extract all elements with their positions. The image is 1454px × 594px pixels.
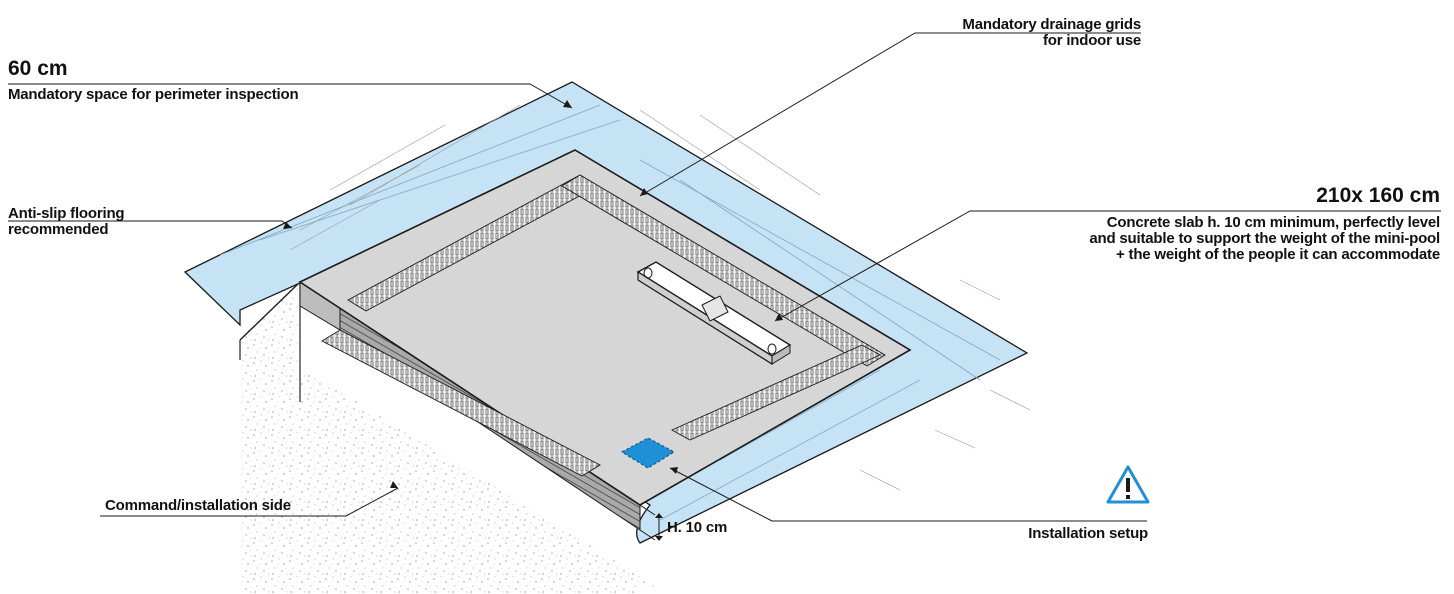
antislip-label-line1: Anti-slip flooring bbox=[8, 205, 125, 222]
slab-size: 210x 160 cm bbox=[1316, 184, 1440, 207]
drainage-label-line2: for indoor use bbox=[1042, 32, 1141, 49]
height-label: H. 10 cm bbox=[667, 519, 728, 536]
drainage-label-line1: Mandatory drainage grids bbox=[962, 16, 1141, 33]
slab-description-line2: and suitable to support the weight of th… bbox=[1089, 230, 1440, 247]
command-side-label: Command/installation side bbox=[105, 497, 291, 514]
space-value: 60 cm bbox=[8, 57, 68, 80]
slab-description-line1: Concrete slab h. 10 cm minimum, perfectl… bbox=[1106, 214, 1440, 231]
slab-description-line3: + the weight of the people it can accomm… bbox=[1116, 246, 1440, 263]
installation-setup-marker bbox=[620, 437, 676, 469]
spirit-level-icon bbox=[636, 261, 792, 366]
antislip-label-line2: recommended bbox=[8, 221, 109, 238]
installation-setup-label: Installation setup bbox=[1028, 525, 1148, 542]
drainage-grid-right-top bbox=[561, 174, 886, 367]
drainage-grids bbox=[321, 174, 886, 477]
callout-arrowheads bbox=[283, 100, 783, 488]
callout-lines bbox=[8, 32, 1441, 522]
warning-triangle-icon bbox=[1106, 465, 1150, 504]
space-description: Mandatory space for perimeter inspection bbox=[8, 86, 299, 103]
